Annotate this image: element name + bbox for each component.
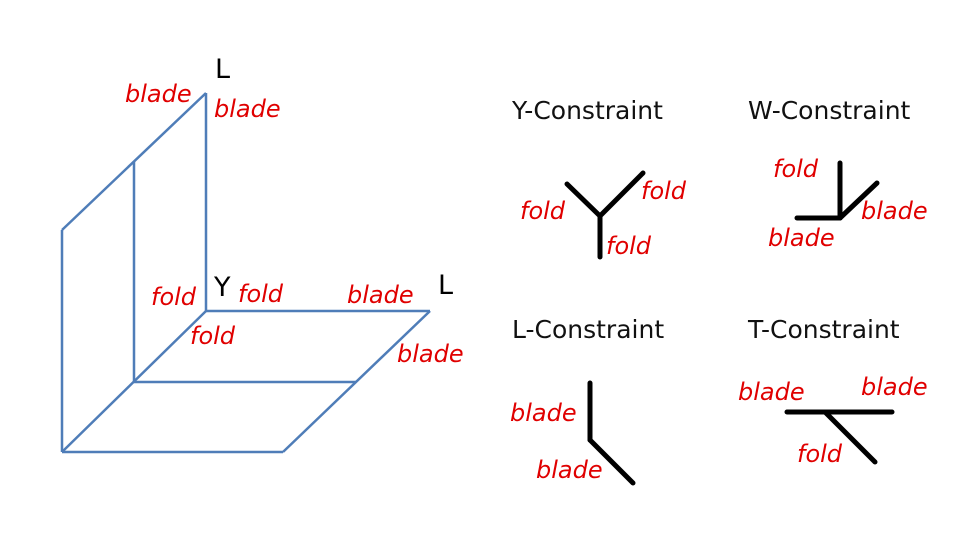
l-constraint-title: L-Constraint [512,315,664,344]
vertex-label-center: Y [213,272,231,303]
w-label-top-fold: fold [773,155,819,183]
t-label-right-blade: blade [861,373,928,401]
label-center-left-fold: fold [151,283,197,311]
t-constraint-title: T-Constraint [747,315,900,344]
y-label-right-fold: fold [641,177,687,205]
y-constraint-title: Y-Constraint [511,96,663,125]
y-constraint: Y-Constraint fold fold fold [511,96,687,260]
y-label-bottom-fold: fold [606,232,652,260]
folded-sheet-figure [60,92,431,454]
l-label-bottom-blade: blade [536,456,603,484]
t-label-left-blade: blade [738,378,805,406]
label-right-top-blade: blade [347,281,414,309]
figure-labels: L Y L blade blade fold fold fold blade b… [125,54,464,368]
w-label-bottom-blade: blade [768,224,835,252]
l-constraint: L-Constraint blade blade [510,315,664,486]
vertex-label-right: L [438,270,453,301]
w-constraint-title: W-Constraint [748,96,911,125]
floor-right-edge [282,310,431,453]
label-center-right-fold: fold [238,280,284,308]
label-top-left-blade: blade [125,80,192,108]
t-junction-glyph [784,409,895,465]
label-center-bottom-fold: fold [190,322,236,350]
y-label-left-fold: fold [520,197,566,225]
l-junction-glyph [587,380,636,486]
t-constraint: T-Constraint blade blade fold [738,315,928,468]
label-right-bottom-blade: blade [397,340,464,368]
w-junction-glyph [794,160,880,221]
label-top-right-blade: blade [214,95,281,123]
w-label-right-blade: blade [861,197,928,225]
vertex-label-top: L [215,54,230,85]
l-label-top-blade: blade [510,399,577,427]
w-constraint: W-Constraint fold blade blade [748,96,928,252]
t-label-bottom-fold: fold [797,440,843,468]
y-junction-glyph [564,170,646,260]
